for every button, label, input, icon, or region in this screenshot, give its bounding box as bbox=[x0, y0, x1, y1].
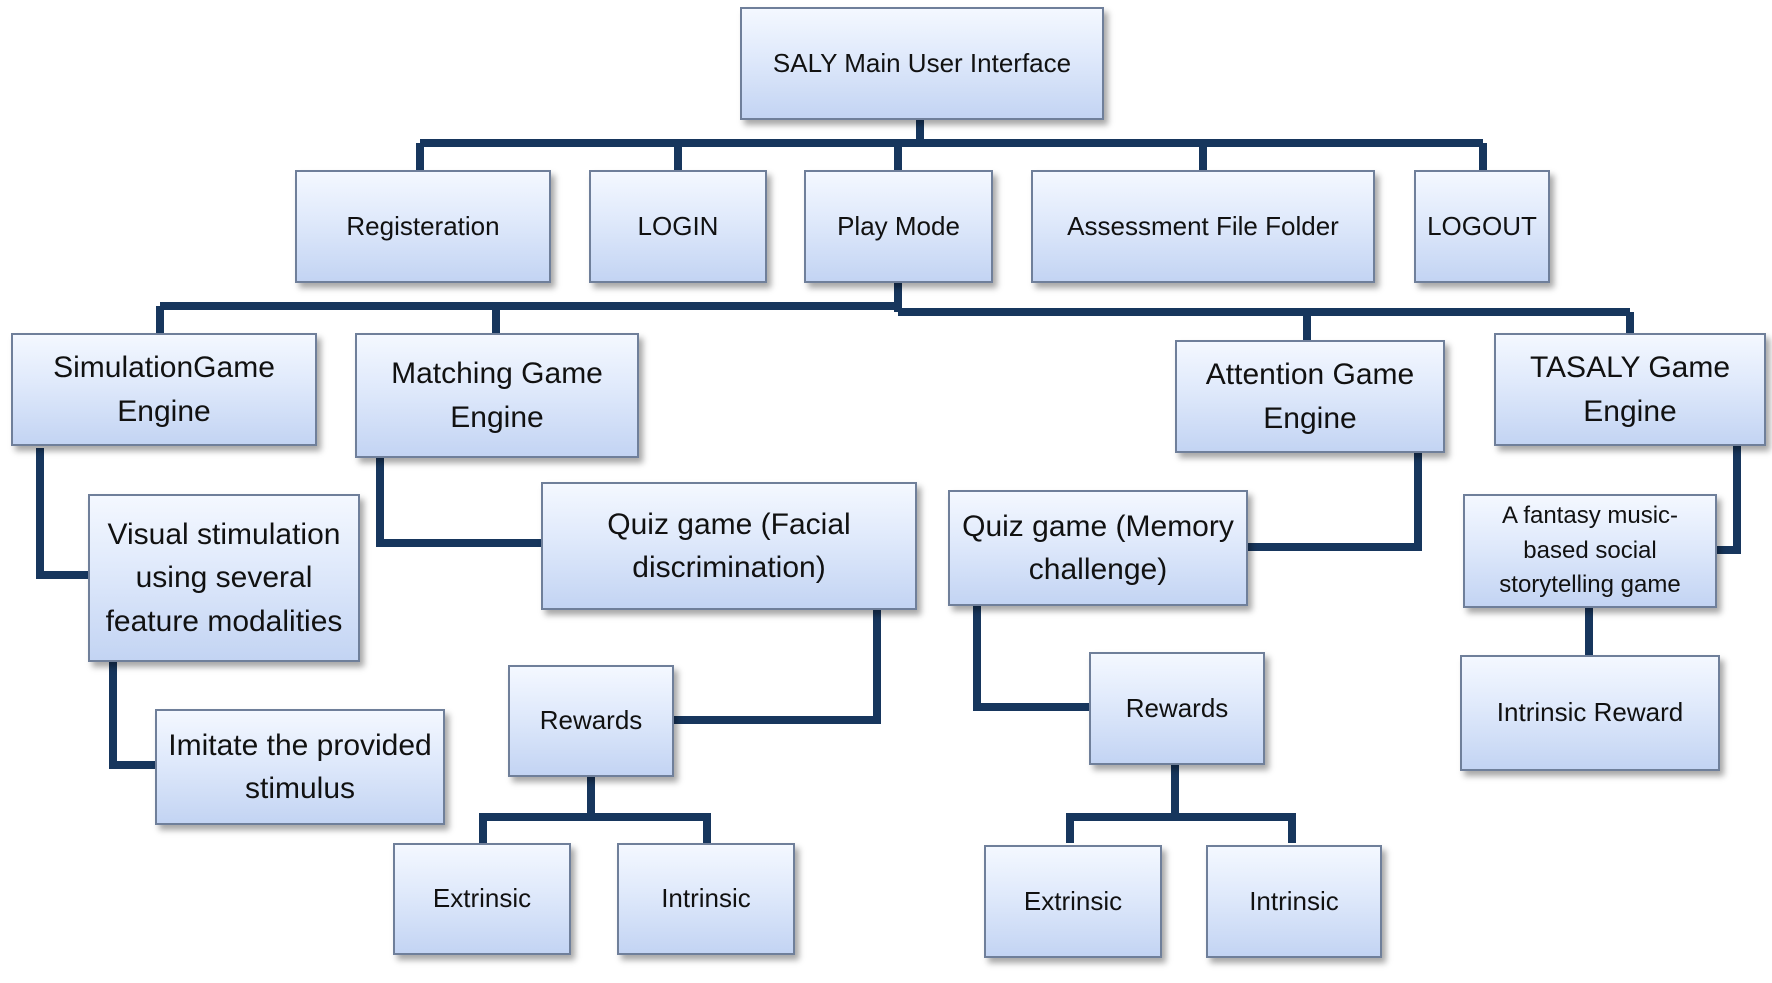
logout-box: LOGOUT bbox=[1414, 170, 1550, 283]
visual-stimulation-box: Visual stimulation using several feature… bbox=[88, 494, 360, 662]
matching-game-engine-box: Matching Game Engine bbox=[355, 333, 639, 458]
assessment-file-folder-box: Assessment File Folder bbox=[1031, 170, 1375, 283]
attention-intrinsic-box: Intrinsic bbox=[1206, 845, 1382, 958]
intrinsic-reward-box: Intrinsic Reward bbox=[1460, 655, 1720, 771]
attention-game-engine-box: Attention Game Engine bbox=[1175, 340, 1445, 453]
simulation-game-engine-box: SimulationGame Engine bbox=[11, 333, 317, 446]
matching-intrinsic-box: Intrinsic bbox=[617, 843, 795, 955]
imitate-stimulus-box: Imitate the provided stimulus bbox=[155, 709, 445, 825]
attention-rewards-box: Rewards bbox=[1089, 652, 1265, 765]
tasaly-game-engine-box: TASALY Game Engine bbox=[1494, 333, 1766, 446]
root-box: SALY Main User Interface bbox=[740, 7, 1104, 120]
play-mode-box: Play Mode bbox=[804, 170, 993, 283]
attention-extrinsic-box: Extrinsic bbox=[984, 845, 1162, 958]
quiz-memory-challenge-box: Quiz game (Memory challenge) bbox=[948, 490, 1248, 606]
login-box: LOGIN bbox=[589, 170, 767, 283]
quiz-facial-discrimination-box: Quiz game (Facial discrimination) bbox=[541, 482, 917, 610]
registration-box: Registeration bbox=[295, 170, 551, 283]
matching-extrinsic-box: Extrinsic bbox=[393, 843, 571, 955]
fantasy-storytelling-game-box: A fantasy music-based social storytellin… bbox=[1463, 494, 1717, 608]
matching-rewards-box: Rewards bbox=[508, 665, 674, 777]
